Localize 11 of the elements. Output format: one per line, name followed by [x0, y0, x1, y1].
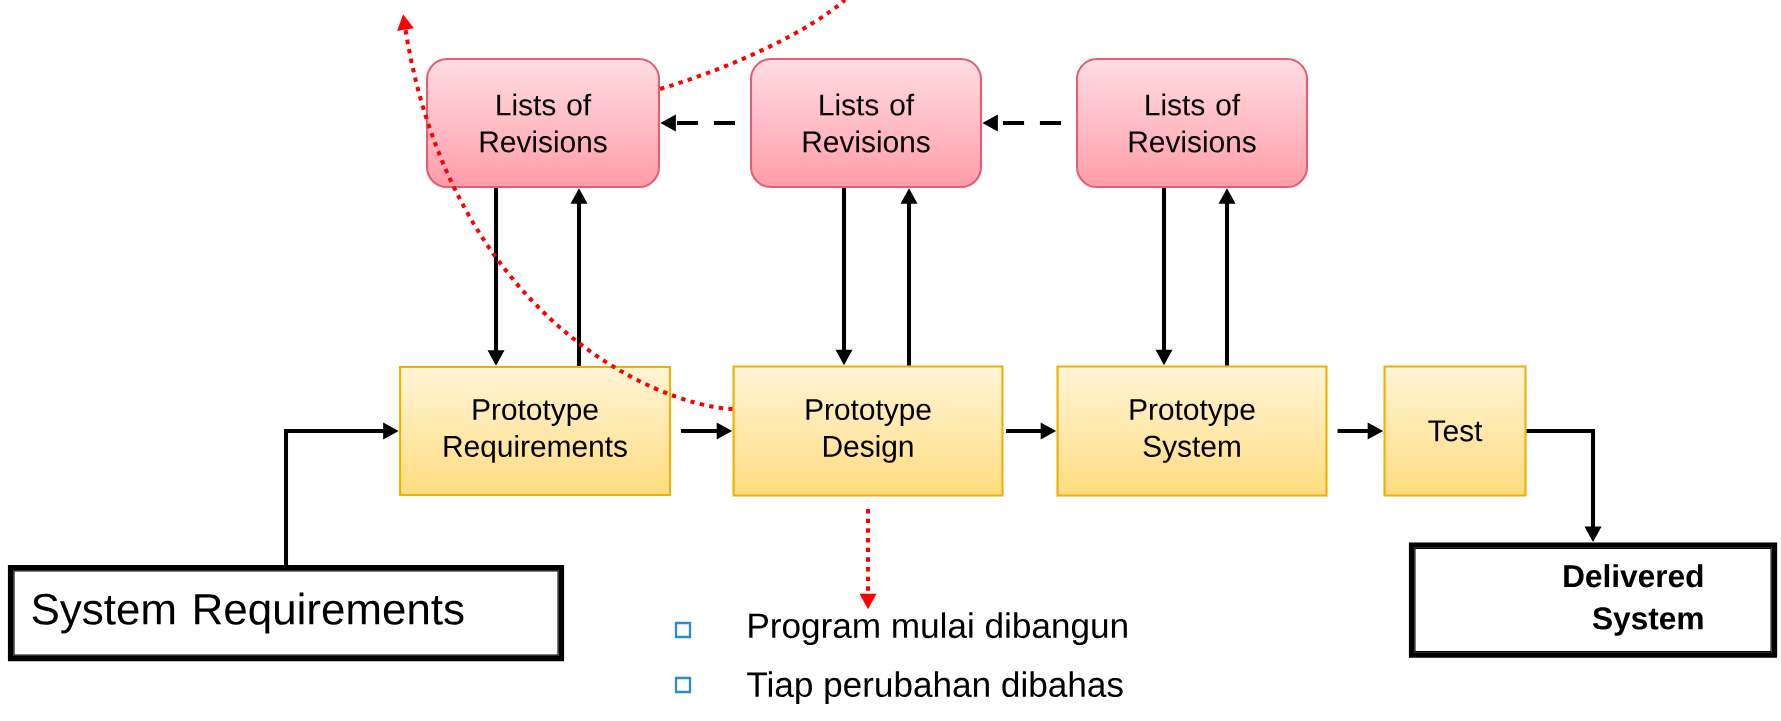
- output-box: Delivered System: [1408, 542, 1778, 658]
- revision-box: Lists of Revisions: [750, 57, 983, 189]
- process-box: Prototype Requirements: [399, 365, 672, 497]
- process-box: Prototype System: [1056, 365, 1328, 497]
- process-box: Test: [1383, 365, 1527, 497]
- revision-box: Lists of Revisions: [1076, 57, 1309, 189]
- process-box: Prototype Design: [732, 365, 1004, 497]
- revision-box: Lists of Revisions: [426, 57, 661, 189]
- input-box: System Requirements: [7, 564, 565, 662]
- dotted-curve: [659, 0, 847, 91]
- bullet-list: Program mulai dibangun Tiap perubahan dibahas: [747, 612, 1127, 705]
